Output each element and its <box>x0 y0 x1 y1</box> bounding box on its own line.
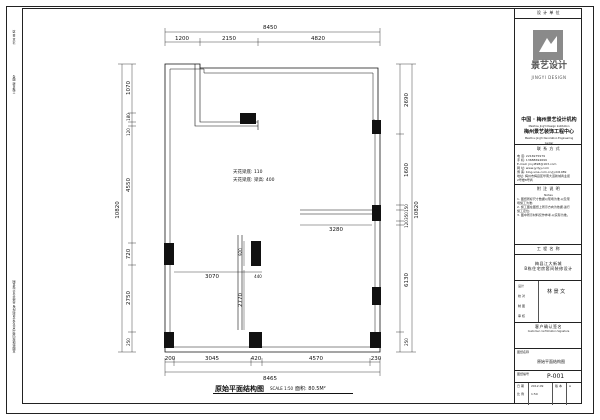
contact-line: 博 客: blog.sina.com.cn/jydd1089 <box>517 170 567 174</box>
column-top-center <box>240 113 256 124</box>
org-name-1: 中国 · 梅州景艺设计机构 <box>521 117 577 123</box>
dim-left-1: 1070 <box>126 81 132 95</box>
org-name-2: 梅州景艺装饰工程中心 <box>523 129 574 135</box>
title-block: 设 计 单 位 景艺设计 JINGYI DESIGN 中国 · 梅州景艺设计机构… <box>514 8 582 405</box>
dim-top-2: 2150 <box>222 36 236 42</box>
owner-signature-label: 客户确认签名 <box>535 324 562 329</box>
drawing-no-label: 图纸编号 <box>517 372 530 376</box>
contact-line: 电 话: 2216975979 <box>517 154 546 158</box>
project-name-2: B栋住宅房套间装修设计 <box>524 266 573 271</box>
design-unit-header: 设 计 单 位 <box>536 10 561 15</box>
dim-bottom-total: 8465 <box>263 376 277 382</box>
notes-list: Notes 1. 图纸所标尺寸数据以现场为准,以及现 场施工为准; 2. 施工图… <box>517 193 580 217</box>
dim-top-total: 8450 <box>263 25 277 31</box>
dim-left-total: 10820 <box>115 201 121 219</box>
approve-label: 审 核 <box>518 314 525 318</box>
dim-right-5: 120 <box>404 220 409 228</box>
check-label: 校 对 <box>518 294 525 298</box>
dim-right-6: 6130 <box>404 273 410 287</box>
jingyi-logo-icon <box>533 30 563 60</box>
drawing-name-value: 原始平面结构图 <box>537 359 565 364</box>
dim-left-4: 4550 <box>126 178 132 192</box>
beam-label-2: 天花梁底: 梁高: 400 <box>233 176 275 183</box>
contact-line: 2号楼8号商 <box>517 178 533 182</box>
dim-right-7: 250 <box>404 338 409 346</box>
note-line: 2. 施工图在图纸上所示方向为依据,进行 <box>517 205 570 209</box>
drawing-name-label: 图纸名称 <box>517 350 530 354</box>
dim-inner-3070: 3070 <box>205 274 219 280</box>
version-label: 版 本 <box>555 384 562 388</box>
org-name-2-en: Meizhou JingYi Decoration Engineering Ce… <box>524 137 574 145</box>
owner-signature-en: Customer confirmation Signature <box>527 330 570 333</box>
dim-bottom-4: 4570 <box>309 356 323 362</box>
dim-bottom-1: 200 <box>165 356 176 362</box>
logo-en: JINGYI DESIGN <box>531 75 567 80</box>
dim-right-total: 10820 <box>414 201 420 219</box>
note-line: 施工定位; <box>517 209 531 213</box>
org-name-1-en: Meizhou JingYi Design Institution <box>528 125 570 128</box>
dim-top-1: 1200 <box>175 36 189 42</box>
dim-inner-440: 440 <box>254 274 262 279</box>
dim-right-2: 1600 <box>404 163 410 177</box>
project-header: 工 程 名 称 <box>536 246 561 251</box>
dim-inner-2770: 2770 <box>238 293 244 307</box>
contact-line: E-mail: jinyi898@163.com <box>517 162 557 166</box>
dim-bottom-3: 420 <box>251 356 262 362</box>
sign-table: 设计 校 对 制 图 审 核 林 景 文 <box>515 280 582 323</box>
dim-inner-920: 920 <box>238 248 243 256</box>
dim-inner-3280: 3280 <box>329 227 343 233</box>
meta-table: 日 期 2012.09 比 例 1:50 版 本 A <box>515 382 582 405</box>
dim-right-3: 150 <box>404 204 409 212</box>
dim-top-3: 4820 <box>311 36 325 42</box>
note-line: 场施工为准; <box>517 201 534 205</box>
title-underline <box>213 393 353 394</box>
logo-cn: 景艺设计 <box>530 61 567 71</box>
dim-left-2: 180 <box>126 113 131 121</box>
drawing-area: 面积: 80.5M² <box>295 386 326 392</box>
note-line: 1. 图纸所标尺寸数据以现场为准,以及现 <box>517 197 570 201</box>
version-value: A <box>569 384 572 388</box>
contact-list: 电 话: 2216975979 手 机: 13688694699 E-mail:… <box>517 154 580 182</box>
dim-left-3: 120 <box>126 128 131 136</box>
dim-right-1: 2690 <box>404 93 410 107</box>
ratio-label: 比 例 <box>517 392 524 396</box>
contact-line: 网 址: www.jydyy.com <box>517 166 549 170</box>
designer-name: 林 景 文 <box>547 289 566 295</box>
drawing-title: 原始平面结构图 <box>215 385 264 393</box>
dim-left-7: 250 <box>126 338 131 346</box>
note-line: 3. 图中所示材料仅作参考,以实际为准。 <box>517 213 570 217</box>
contact-line: 手 机: 13688694699 <box>517 158 547 162</box>
dim-bottom-5: 230 <box>371 356 382 362</box>
dim-right-4: 350 <box>404 212 409 220</box>
date-value: 2012.09 <box>531 384 544 388</box>
dim-left-5: 720 <box>126 248 132 259</box>
draw-label: 制 图 <box>518 304 525 308</box>
date-label: 日 期 <box>517 384 524 388</box>
designer-label: 设计 <box>518 284 525 288</box>
dim-left-6: 2750 <box>126 291 132 305</box>
notes-header: 附 注 说 明 <box>536 186 561 191</box>
dim-bottom-2: 3045 <box>205 356 219 362</box>
contact-header: 联 系 方 式 <box>536 146 561 151</box>
drawing-scale: SCALE 1:50 <box>270 386 294 391</box>
drawing-no-value: P-001 <box>547 373 565 380</box>
beam-label-1: 天花梁底: 110 <box>233 168 263 175</box>
drawing-frame <box>22 8 582 404</box>
notes-subheader: Notes <box>544 193 553 197</box>
project-name-1: 梅县江大新城 <box>535 261 562 266</box>
contact-line: 地址: 梅州市梅县区华南大道新城商业街 <box>517 174 570 178</box>
drawing-sheet-border <box>6 6 594 414</box>
ratio-value: 1:50 <box>531 392 538 396</box>
